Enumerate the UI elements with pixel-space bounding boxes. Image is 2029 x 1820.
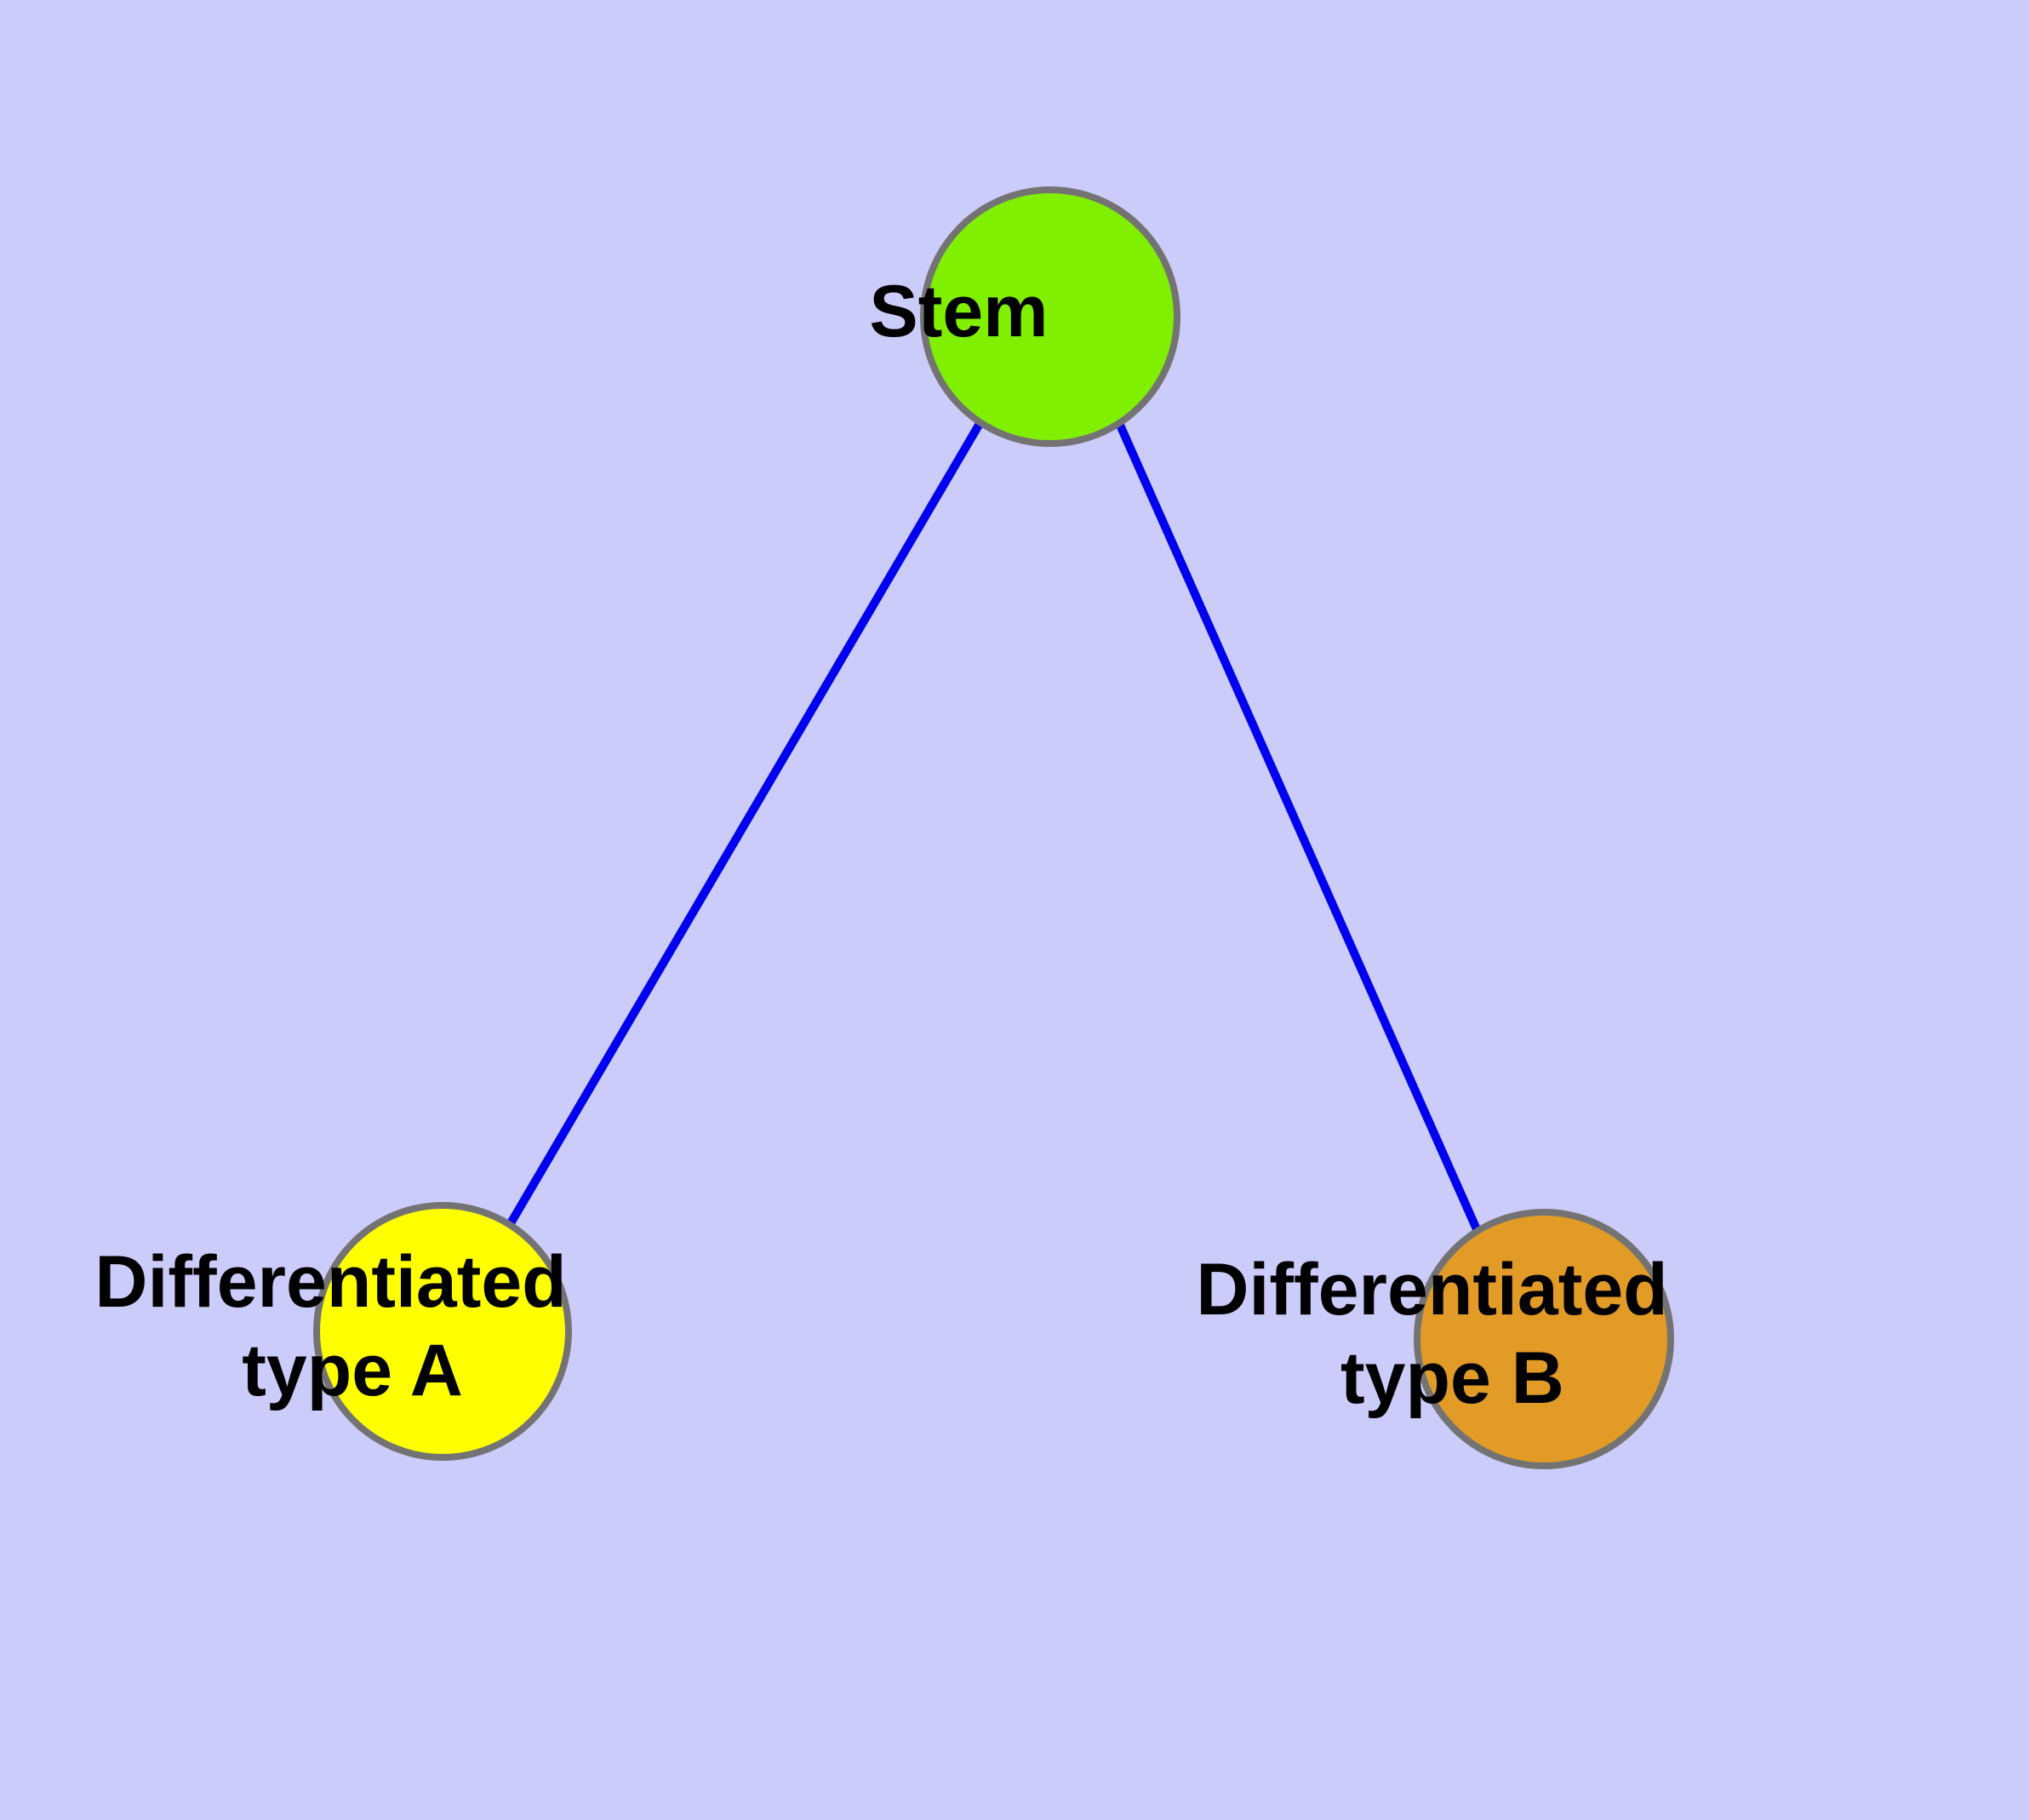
node-differentiated-type-b-label: Differentiated type B <box>1196 1249 1667 1419</box>
edges-layer <box>506 420 1481 1232</box>
node-differentiated-type-a-circle[interactable] <box>313 1202 572 1461</box>
node-stem-label-line-0: Stem <box>869 271 1048 352</box>
node-stem-label: Stem <box>0 0 1232 352</box>
node-differentiated-type-b[interactable]: Differentiated type B <box>0 0 1892 1469</box>
node-differentiated-type-a-label-line-1: type A <box>242 1330 461 1411</box>
node-differentiated-type-b-circle[interactable] <box>1414 1209 1674 1469</box>
node-differentiated-type-a-label-line-0: Differentiated <box>94 1241 566 1323</box>
node-differentiated-type-a-label: Differentiated type A <box>0 0 791 1411</box>
node-differentiated-type-b-label-line-1: type B <box>1340 1337 1564 1419</box>
node-differentiated-type-b-label-line-0: Differentiated <box>1196 1249 1667 1331</box>
node-stem-circle[interactable] <box>920 186 1180 447</box>
nodes-layer: Stem Differentiated type A Differentiate… <box>0 0 1892 1469</box>
node-stem[interactable]: Stem <box>0 0 1232 447</box>
edge-stem-to-diff-a[interactable] <box>506 420 985 1226</box>
node-differentiated-type-a[interactable]: Differentiated type A <box>0 0 791 1461</box>
edge-stem-to-diff-b[interactable] <box>1115 421 1481 1232</box>
